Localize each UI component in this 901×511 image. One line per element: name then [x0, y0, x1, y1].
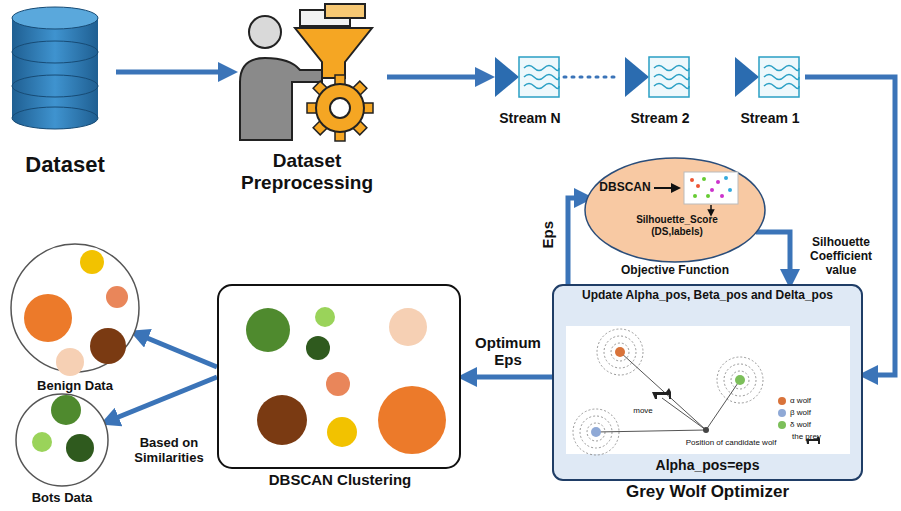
database-icon — [12, 7, 98, 129]
wolf-illustration — [566, 326, 850, 454]
node-label: DBSCAN — [598, 181, 652, 195]
legend-swatch — [778, 397, 786, 405]
stream-icon — [625, 57, 689, 97]
cluster-panel — [218, 285, 460, 468]
node-label: Alpha_pos=eps — [620, 457, 795, 473]
diagram-node: Stream 2 — [620, 50, 700, 136]
node-shape — [4, 240, 149, 400]
edge-label: Eps — [539, 211, 556, 259]
flow-arrow — [107, 377, 217, 422]
illustration-note: Position of candidate wolf — [676, 438, 786, 447]
scatter-thumbnail — [684, 172, 738, 204]
diagram-node: DBSCAN Silhouette_Score (DS,labels) Object… — [582, 155, 768, 283]
diagram-node: Update Alpha_pos, Beta_pos and Delta_pos… — [550, 283, 865, 509]
legend-text: the prey — [792, 432, 821, 441]
prey-icon — [652, 388, 671, 399]
diagram-node: Stream N — [490, 50, 570, 136]
legend-text: α wolf — [790, 396, 811, 405]
node-label: Objective Function — [610, 264, 740, 278]
diagram-node: Dataset — [4, 2, 126, 192]
diagram-node: Stream 1 — [730, 50, 810, 136]
legend-text: β wolf — [790, 408, 811, 417]
legend-swatch — [778, 421, 786, 429]
preprocessing-icon — [240, 4, 373, 141]
flow-arrow — [387, 75, 487, 80]
flow-arrow — [465, 375, 552, 380]
legend-item: δ wolf — [778, 420, 811, 429]
diagram-node: Bots Data — [4, 388, 129, 511]
optimizer-panel — [553, 285, 862, 480]
node-label: Silhouette_Score (DS,labels) — [622, 214, 732, 237]
node-label: Stream N — [488, 110, 572, 126]
edge-label: Optimum Eps — [466, 334, 550, 369]
stream-icon — [495, 57, 559, 97]
node-label: Stream 2 — [618, 110, 702, 126]
node-shape — [550, 283, 865, 509]
flow-arrow — [564, 76, 620, 79]
edge-label: Silhouette Coefficient value — [796, 236, 886, 277]
flow-arrow — [116, 70, 230, 75]
flow-arrow — [568, 198, 586, 284]
objective-ellipse — [585, 158, 765, 262]
stream-icon — [735, 57, 799, 97]
diagram-node: Dataset Preprocessing — [218, 0, 396, 206]
legend-item: β wolf — [778, 408, 811, 417]
flow-arrow — [137, 334, 217, 367]
diagram-node: Benign Data — [4, 240, 149, 400]
legend-swatch — [778, 409, 786, 417]
legend-item: α wolf — [778, 396, 811, 405]
illustration-note: move — [628, 406, 658, 415]
diagram-node: DBSCAN Clustering — [215, 283, 463, 511]
node-label: Bots Data — [12, 491, 112, 506]
legend-item: the prey — [792, 432, 821, 441]
bots-group — [16, 394, 108, 486]
node-label: DBSCAN Clustering — [240, 471, 440, 488]
legend-text: δ wolf — [790, 420, 811, 429]
node-label: Stream 1 — [728, 110, 812, 126]
node-label: Update Alpha_pos, Beta_pos and Delta_pos — [575, 289, 840, 303]
node-label: Dataset — [4, 152, 126, 177]
node-label: Benign Data — [20, 379, 130, 394]
node-label: Dataset Preprocessing — [218, 150, 396, 194]
node-label: Grey Wolf Optimizer — [575, 482, 840, 502]
flow-arrow — [756, 232, 790, 281]
edge-label: Based on Similarities — [122, 436, 216, 466]
